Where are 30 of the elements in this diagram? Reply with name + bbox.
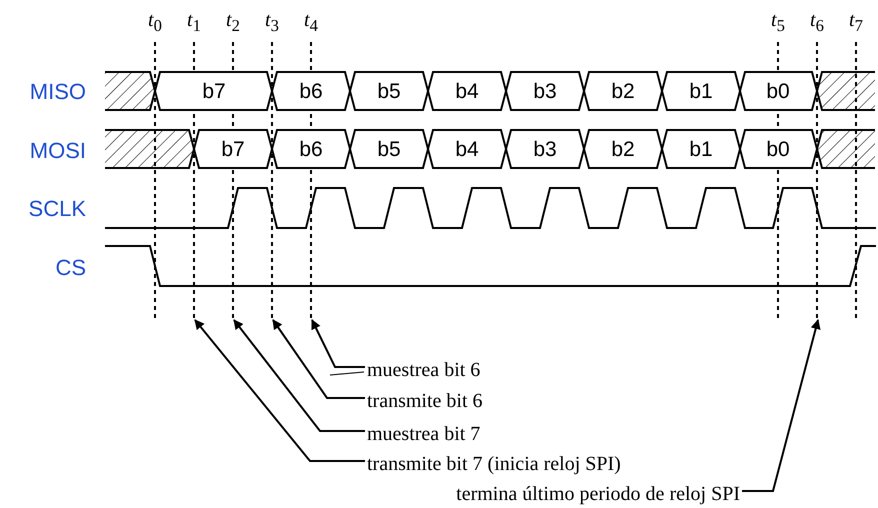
bit-label: b2 [611,80,635,104]
leader-arrow [233,319,365,432]
annotation-text: muestrea bit 7 [367,422,480,446]
signal-name: CS [55,256,86,280]
annotation-text: transmite bit 7 (inicia reloj SPI) [367,452,621,476]
bit-label: b1 [689,80,713,104]
leader-arrow [742,319,821,492]
bit-label: b5 [377,138,401,162]
bit-label: b7 [221,138,245,162]
leader-arrow [272,319,365,399]
bit-label: b5 [377,80,401,104]
signal-name: MISO [30,80,86,104]
leader-arrow [194,319,365,462]
bit-label: b3 [533,80,557,104]
bit-label: b7 [202,80,226,104]
annotation-text: termina último periodo de reloj SPI [456,482,740,506]
bit-label: b1 [689,138,713,162]
signal-name: MOSI [30,139,86,163]
bit-label: b0 [766,138,790,162]
bit-label: b6 [299,138,323,162]
annotation-text: muestrea bit 6 [367,358,480,382]
bit-label: b2 [611,138,635,162]
bit-label: b3 [533,138,557,162]
bit-label: b6 [299,80,323,104]
bit-label: b4 [455,138,479,162]
annotation-text: transmite bit 6 [367,389,483,413]
signal-name: SCLK [28,197,86,221]
bit-label: b4 [455,80,479,104]
bit-label: b0 [766,80,790,104]
leader-arrow [311,319,365,368]
